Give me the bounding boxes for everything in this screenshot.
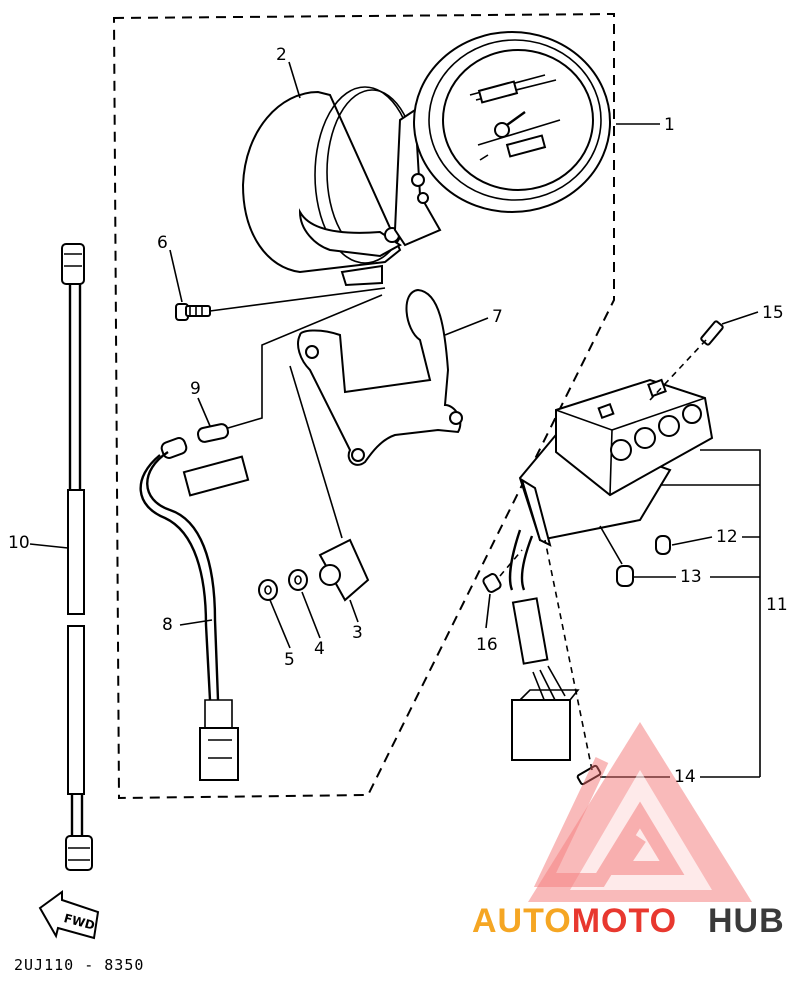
part-9-bulb [196,294,383,443]
automotohub-logo [528,722,752,902]
diagram-code: 2UJ110 - 8350 [14,956,144,974]
part-15-screw [649,320,724,401]
part-11-indicator-assembly [508,378,714,761]
callout-11: 11 [766,595,788,615]
callout-6: 6 [157,233,168,253]
leader-lines [29,61,761,778]
watermark-text-dark: HUB [708,902,785,940]
part-7-bracket [297,288,463,466]
callout-2: 2 [276,45,287,65]
part-8-harness [139,437,250,781]
callout-10: 10 [8,533,30,553]
part-13-bulb [599,525,634,587]
part-3-grommet [289,365,370,602]
part-2-meter-case [241,86,418,287]
callout-9: 9 [190,379,201,399]
part-6-screw [175,287,386,321]
callout-13: 13 [680,567,702,587]
callout-3: 3 [352,623,363,643]
part-16-socket [482,549,523,593]
part-10-cable [61,243,93,871]
callout-4: 4 [314,639,325,659]
watermark-moto: MOTO [572,902,677,940]
callout-5: 5 [284,650,295,670]
part-4-washer [288,569,308,591]
watermark-auto: AUTO [472,902,572,940]
callout-15: 15 [762,303,784,323]
callout-7: 7 [492,307,503,327]
callout-8: 8 [162,615,173,635]
part-14-screw [544,539,602,786]
part-5-nut [258,579,278,601]
assembly-boundary [112,12,615,800]
part-12-bulb [655,535,671,555]
callouts: 2 1 6 7 9 10 8 3 4 5 15 12 13 11 16 14 [8,45,788,787]
watermark-text-orange: AUTOMOTO [472,902,677,940]
callout-1: 1 [664,115,675,135]
part-1-meter-assembly [393,31,611,247]
callout-14: 14 [674,767,696,787]
callout-12: 12 [716,527,738,547]
fwd-arrow-icon [38,890,100,940]
callout-16: 16 [476,635,498,655]
